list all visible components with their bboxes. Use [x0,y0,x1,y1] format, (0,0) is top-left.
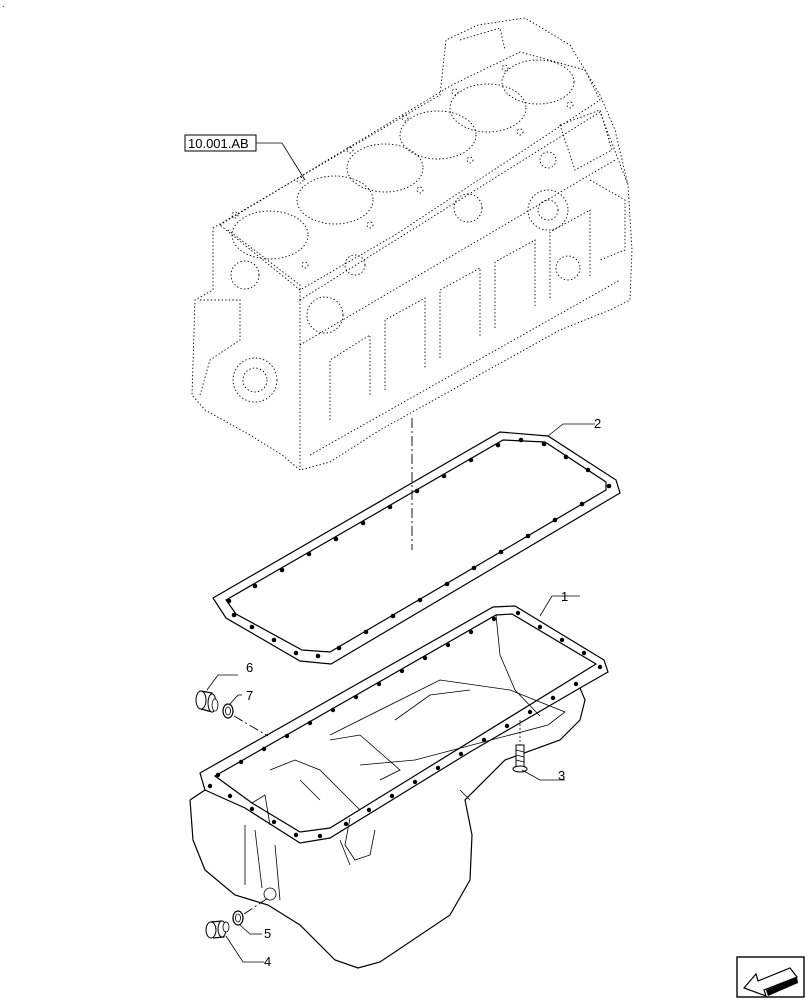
gasket-part [212,431,621,665]
callout-1: 1 [561,589,568,604]
upper-plug-axis [233,715,269,737]
reference-tag[interactable]: 10.001.AB [184,134,306,181]
corner-mark: . [2,0,5,9]
callout-6: 6 [246,660,253,675]
leader-5 [239,924,262,935]
seal-ring-lower-part [232,910,244,926]
leader-4 [225,935,264,963]
leader-1 [539,595,580,617]
bolt-part [512,720,528,773]
leader-7 [229,694,242,705]
leader-2 [547,423,595,437]
reference-label: 10.001.AB [188,136,249,151]
callout-3: 3 [558,768,565,783]
plug-upper-part [195,690,219,713]
callout-4: 4 [264,954,271,969]
previous-page-arrow-icon[interactable] [736,956,805,998]
callout-2: 2 [594,416,601,431]
lower-plug-axis [243,897,269,915]
seal-ring-upper-part [222,703,234,719]
plug-lower-part [205,920,230,939]
leader-3 [521,769,565,781]
oil-pan-part [189,605,609,969]
callout-5: 5 [264,926,271,941]
callout-7: 7 [246,688,253,703]
engine-block [191,17,633,471]
leader-6 [206,674,238,691]
